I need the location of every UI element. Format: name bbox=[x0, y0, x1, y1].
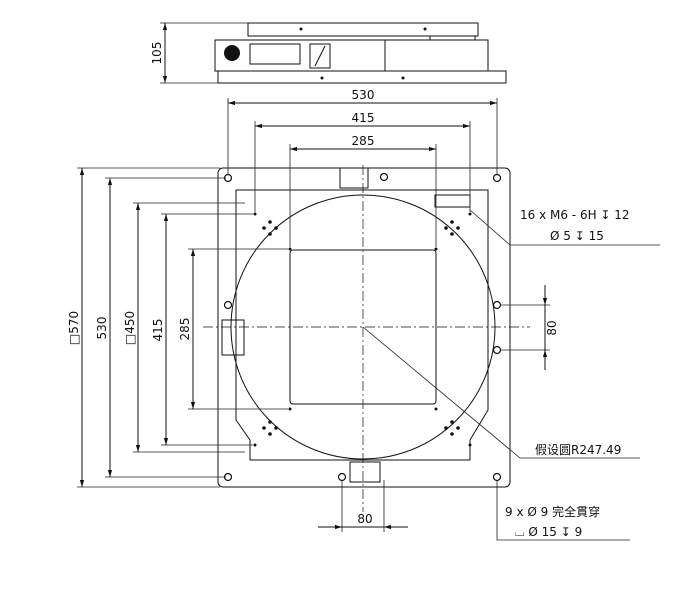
dim-450-left: □450 bbox=[123, 311, 137, 345]
top-dimensions: 530 415 285 bbox=[227, 88, 498, 247]
right-dimension: 80 bbox=[500, 285, 559, 370]
inner-frame bbox=[235, 189, 489, 461]
dim-285-left: 285 bbox=[178, 318, 192, 341]
thread-spec-line1: 16 x M6 - 6H ↧ 12 bbox=[520, 208, 630, 222]
dim-415-left: 415 bbox=[151, 319, 165, 342]
plan-view bbox=[203, 165, 530, 512]
base-plate bbox=[217, 70, 507, 84]
drive-body bbox=[214, 39, 489, 72]
through-hole-line2: ⌴ Ø 15 ↧ 9 bbox=[515, 525, 582, 539]
top-plate bbox=[247, 22, 479, 37]
motor-icon bbox=[224, 45, 240, 61]
thread-callout: 16 x M6 - 6H ↧ 12 Ø 5 ↧ 15 bbox=[469, 208, 660, 246]
thread-hole-clusters bbox=[253, 212, 472, 447]
dim-80-right: 80 bbox=[545, 320, 559, 335]
radius-label: 假设圆R247.49 bbox=[535, 443, 621, 457]
bottom-dimension: 80 bbox=[318, 480, 408, 532]
through-hole-line1: 9 x Ø 9 完全貫穿 bbox=[505, 504, 600, 519]
radius-callout: 假设圆R247.49 bbox=[362, 326, 640, 459]
dim-530-top: 530 bbox=[352, 88, 375, 102]
dim-570-left: □570 bbox=[67, 311, 81, 345]
side-view: 105 bbox=[150, 22, 507, 84]
through-hole-callout: 9 x Ø 9 完全貫穿 ⌴ Ø 15 ↧ 9 bbox=[496, 480, 630, 541]
thread-spec-line2: Ø 5 ↧ 15 bbox=[550, 229, 604, 243]
left-dimensions: □570 530 □450 415 285 bbox=[67, 167, 288, 488]
dim-415-top: 415 bbox=[352, 111, 375, 125]
dim-285-top: 285 bbox=[352, 134, 375, 148]
height-dimension-label: 105 bbox=[150, 42, 164, 65]
dim-530-left: 530 bbox=[95, 317, 109, 340]
dim-80-bottom: 80 bbox=[357, 512, 372, 526]
